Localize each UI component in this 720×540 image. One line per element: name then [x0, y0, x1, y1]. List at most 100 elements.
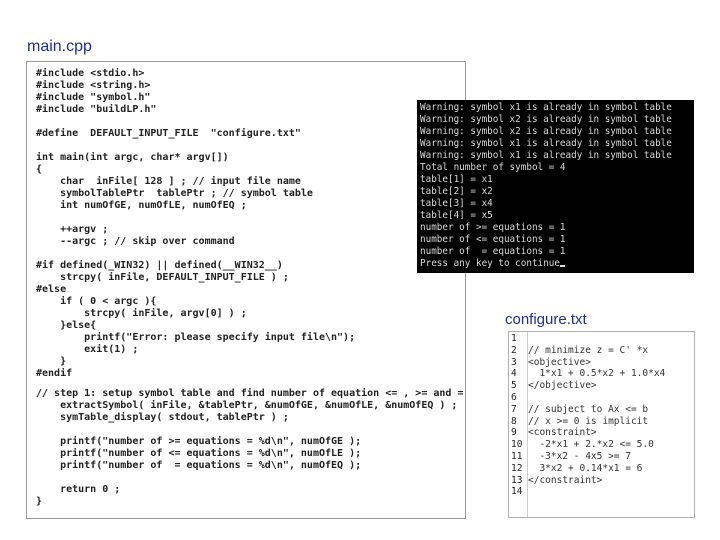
config-line-text: 1*x1 + 0.5*x2 + 1.0*x4 — [528, 368, 666, 380]
console-line: Warning: symbol x1 is already in symbol … — [420, 138, 672, 150]
console-cursor — [559, 265, 565, 267]
console-line-text: table[3] = x4 — [420, 198, 493, 209]
line-number: 9 — [511, 427, 517, 439]
line-number-gutter — [527, 332, 528, 517]
code-line: ++argv ; — [36, 224, 109, 235]
code-line: printf("Error: please specify input file… — [36, 332, 356, 343]
console-line-text: Total number of symbol = 4 — [420, 162, 566, 173]
code-line: exit(1) ; — [36, 344, 139, 355]
line-number: 10 — [511, 439, 523, 451]
code-line: printf("number of = equations = %d\n", n… — [36, 460, 362, 471]
code-line: strcpy( inFile, DEFAULT_INPUT_FILE ) ; — [36, 272, 289, 283]
config-line: 9 <constraint> — [509, 427, 694, 439]
code-line: } — [36, 496, 43, 507]
code-line: #include "buildLP.h" — [36, 104, 157, 115]
line-number: 13 — [511, 474, 523, 486]
code-line: printf("number of >= equations = %d\n", … — [36, 436, 362, 447]
code-line: char inFile[ 128 ] ; // input file name — [36, 176, 301, 187]
line-number: 4 — [511, 368, 517, 380]
console-line-text: Press any key to continue — [420, 258, 560, 269]
console-line-text: Warning: symbol x1 is already in symbol … — [420, 150, 672, 161]
main-file-label: main.cpp — [27, 38, 92, 55]
code-line: #include <string.h> — [36, 80, 151, 91]
config-line: 7 // subject to Ax <= b — [509, 404, 694, 416]
console-line: table[2] = x2 — [420, 186, 493, 198]
console-line: Warning: symbol x2 is already in symbol … — [420, 114, 672, 126]
config-line: 8 // x >= 0 is implicit — [509, 416, 694, 428]
code-line: #if defined(_WIN32) || defined(__WIN32__… — [36, 260, 283, 271]
line-number: 7 — [511, 403, 517, 415]
code-line: #include "symbol.h" — [36, 92, 151, 103]
console-line: number of >= equations = 1 — [420, 222, 566, 234]
code-line: }else{ — [36, 320, 97, 331]
line-number: 1 — [511, 333, 517, 344]
console-line-text: Warning: symbol x1 is already in symbol … — [420, 102, 672, 113]
config-line-text: <objective> — [528, 356, 591, 368]
config-line-text: </constraint> — [528, 474, 603, 486]
config-line: 1 — [509, 333, 694, 345]
code-line: // step 1: setup symbol table and find n… — [36, 388, 464, 399]
console-line-text: Warning: symbol x2 is already in symbol … — [420, 114, 672, 125]
console-line-text: table[2] = x2 — [420, 186, 493, 197]
console-line: Warning: symbol x1 is already in symbol … — [420, 102, 672, 114]
config-line: 3 <objective> — [509, 357, 694, 369]
config-line-text: -2*x1 + 2.*x2 <= 5.0 — [528, 439, 654, 451]
code-line: int main(int argc, char* argv[]) — [36, 152, 229, 163]
console-line-text: table[1] = x1 — [420, 174, 493, 185]
config-line: 6 — [509, 392, 694, 404]
config-line: 5 </objective> — [509, 380, 694, 392]
config-line-text: </objective> — [528, 380, 597, 392]
config-line: 4 1*x1 + 0.5*x2 + 1.0*x4 — [509, 368, 694, 380]
code-line: { — [36, 164, 43, 175]
console-line: table[1] = x1 — [420, 174, 493, 186]
console-line: Press any key to continue — [420, 258, 565, 270]
code-line: int numOfGE, numOfLE, numOfEQ ; — [36, 200, 247, 211]
code-line: #define DEFAULT_INPUT_FILE "configure.tx… — [36, 128, 301, 139]
console-line-text: Warning: symbol x2 is already in symbol … — [420, 126, 672, 137]
code-line: #endif — [36, 368, 73, 379]
console-line: number of = equations = 1 — [420, 246, 566, 258]
console-line: table[3] = x4 — [420, 198, 493, 210]
config-line: 14 — [509, 486, 694, 498]
config-line: 12 3*x2 + 0.14*x1 = 6 — [509, 463, 694, 475]
config-line-text: -3*x2 - 4x5 >= 7 — [528, 451, 631, 462]
code-line: return 0 ; — [36, 484, 121, 495]
code-line: printf("number of <= equations = %d\n", … — [36, 448, 362, 459]
code-line: } — [36, 356, 67, 367]
line-number: 14 — [511, 486, 523, 498]
code-line: --argc ; // skip over command — [36, 236, 235, 247]
config-line: 10 -2*x1 + 2.*x2 <= 5.0 — [509, 439, 694, 451]
console-line-text: table[4] = x5 — [420, 210, 493, 221]
config-line: 13 </constraint> — [509, 475, 694, 487]
code-editor-panel[interactable]: #include <stdio.h>#include <string.h>#in… — [26, 61, 466, 519]
console-window: Warning: symbol x1 is already in symbol … — [417, 100, 694, 273]
code-line: #include <stdio.h> — [36, 68, 145, 79]
console-line-text: number of = equations = 1 — [420, 246, 566, 257]
console-line: number of <= equations = 1 — [420, 234, 566, 246]
line-number: 2 — [511, 344, 517, 356]
code-line: #else — [36, 284, 67, 295]
config-line-text: // minimize z = C' *x — [528, 344, 649, 356]
config-line-text: <constraint> — [528, 427, 597, 439]
line-number: 3 — [511, 356, 517, 368]
line-number: 5 — [511, 380, 517, 392]
config-line-text: 3*x2 + 0.14*x1 = 6 — [528, 462, 643, 474]
console-line: table[4] = x5 — [420, 210, 493, 222]
console-line-text: Warning: symbol x1 is already in symbol … — [420, 138, 672, 149]
config-line-text: // subject to Ax <= b — [528, 403, 649, 415]
console-line: Warning: symbol x2 is already in symbol … — [420, 126, 672, 138]
line-number: 11 — [511, 451, 523, 462]
config-file-label: configure.txt — [505, 311, 587, 328]
config-line: 11 -3*x2 - 4x5 >= 7 — [509, 451, 694, 463]
config-line: 2 // minimize z = C' *x — [509, 345, 694, 357]
code-line: symTable_display( stdout, tablePtr ) ; — [36, 412, 289, 423]
console-line-text: number of >= equations = 1 — [420, 222, 566, 233]
code-line: strcpy( inFile, argv[0] ) ; — [36, 308, 247, 319]
code-line: symbolTablePtr tablePtr ; // symbol tabl… — [36, 188, 313, 199]
console-line: Warning: symbol x1 is already in symbol … — [420, 150, 672, 162]
code-line: if ( 0 < argc ){ — [36, 296, 157, 307]
line-number: 12 — [511, 462, 523, 474]
config-line-text: // x >= 0 is implicit — [528, 415, 649, 427]
line-number: 8 — [511, 415, 517, 427]
